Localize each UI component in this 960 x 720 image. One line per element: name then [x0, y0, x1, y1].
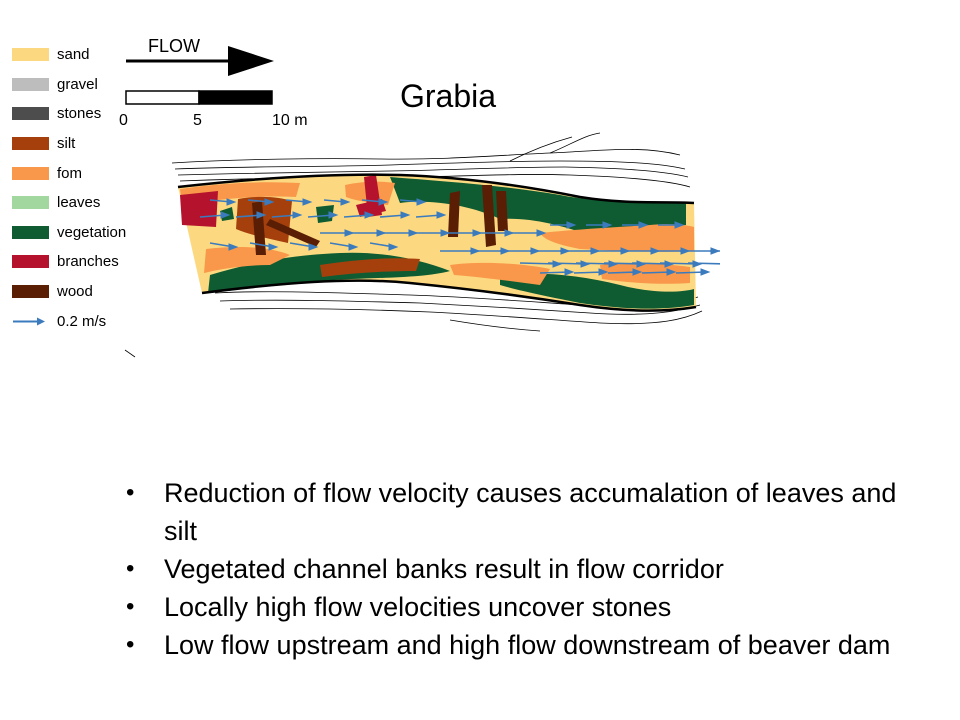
- legend-swatch-stones: [12, 107, 49, 121]
- legend-label-leaves: leaves: [57, 194, 101, 212]
- legend-swatch-silt: [12, 137, 49, 151]
- legend-label-branches: branches: [57, 253, 119, 271]
- bullet-text: Low flow upstream and high flow downstre…: [164, 630, 891, 660]
- velocity-arrow: [687, 262, 720, 265]
- velocity-arrow-head: [376, 229, 387, 237]
- scale-tick-0: 0: [119, 112, 128, 129]
- velocity-arrow-head: [632, 268, 643, 276]
- legend-swatch-sand: [12, 48, 49, 62]
- velocity-arrow-head: [378, 198, 389, 206]
- velocity-arrow-head: [340, 198, 351, 206]
- wood-pieces: [252, 185, 508, 255]
- velocity-arrow-head: [666, 268, 677, 276]
- bullet-dot-icon: •: [126, 479, 135, 506]
- legend-label-wood: wood: [57, 283, 93, 301]
- legend-label-gravel: gravel: [57, 75, 98, 93]
- legend-item-fom: fom: [12, 158, 162, 188]
- flow-scale-block: FLOW: [124, 34, 344, 134]
- bullet-text: Locally high flow velocities uncover sto…: [164, 592, 672, 622]
- velocity-arrow-head: [700, 268, 711, 276]
- legend-label-velocity: 0.2 m/s: [57, 312, 107, 330]
- velocity-arrow-head: [598, 268, 609, 276]
- flow-arrow-icon: [125, 46, 274, 105]
- velocity-arrow-head: [400, 211, 411, 219]
- velocity-arrow-head: [226, 198, 237, 206]
- bullet-dot-icon: •: [126, 555, 135, 582]
- legend-swatch-gravel: [12, 77, 49, 91]
- velocity-arrow-head: [440, 229, 451, 237]
- velocity-arrow-head: [292, 211, 303, 219]
- bank-line-left: [177, 173, 695, 205]
- velocity-arrow-head: [472, 229, 483, 237]
- bullet-item: • Vegetated channel banks result in flow…: [120, 550, 900, 588]
- velocity-arrow-head: [416, 198, 427, 206]
- velocity-arrow-head: [328, 211, 339, 219]
- legend-swatch-vegetation: [12, 225, 49, 239]
- legend-label-silt: silt: [57, 135, 76, 153]
- legend-label-vegetation: vegetation: [57, 223, 127, 241]
- bullet-dot-icon: •: [126, 593, 135, 620]
- legend-swatch-branches: [12, 255, 49, 269]
- velocity-arrow-head: [308, 243, 319, 251]
- bullet-item: • Reduction of flow velocity causes accu…: [120, 474, 900, 550]
- velocity-arrow-head: [348, 243, 359, 251]
- scale-tick-5: 5: [193, 112, 202, 129]
- velocity-arrow-head: [256, 211, 267, 219]
- velocity-arrow-head: [264, 198, 275, 206]
- bullet-dot-icon: •: [126, 631, 135, 658]
- legend-item-silt: silt: [12, 129, 162, 159]
- legend: sand gravel stones silt fom leaves veget…: [12, 40, 162, 336]
- legend-item-leaves: leaves: [12, 188, 162, 218]
- legend-item-vegetation: vegetation: [12, 218, 162, 248]
- bank-line-right: [201, 279, 697, 312]
- velocity-arrow-head: [344, 229, 355, 237]
- legend-item-gravel: gravel: [12, 70, 162, 100]
- page-title: Grabia: [400, 78, 497, 114]
- velocity-arrow-head: [228, 243, 239, 251]
- legend-swatch-fom: [12, 166, 49, 180]
- velocity-arrow-head: [364, 211, 375, 219]
- velocity-arrow-head: [674, 221, 685, 229]
- velocity-arrow-head: [536, 229, 547, 237]
- velocity-arrow-head: [602, 221, 613, 229]
- legend-swatch-leaves: [12, 196, 49, 210]
- legend-label-sand: sand: [57, 46, 90, 64]
- velocity-arrow-head: [302, 198, 313, 206]
- legend-item-branches: branches: [12, 247, 162, 277]
- channel-map: [124, 132, 720, 358]
- legend-item-sand: sand: [12, 40, 162, 70]
- branches-patches: [180, 175, 386, 227]
- flow-label: FLOW: [148, 36, 200, 56]
- velocity-arrow-head: [504, 229, 515, 237]
- legend-label-stones: stones: [57, 105, 102, 123]
- legend-item-wood: wood: [12, 277, 162, 307]
- bullet-item: • Locally high flow velocities uncover s…: [120, 588, 900, 626]
- legend-swatch-wood: [12, 285, 49, 299]
- velocity-arrow-head: [564, 268, 575, 276]
- velocity-arrow-head: [436, 211, 447, 219]
- legend-item-velocity: 0.2 m/s: [12, 306, 162, 336]
- velocity-arrow-head: [566, 221, 577, 229]
- velocity-arrow-head: [408, 229, 419, 237]
- velocity-arrow-head: [268, 243, 279, 251]
- velocity-arrow-icon: [12, 315, 49, 328]
- bullet-text: Reduction of flow velocity causes accuma…: [164, 478, 897, 546]
- velocity-arrow-head: [388, 243, 399, 251]
- bullet-list: • Reduction of flow velocity causes accu…: [120, 474, 900, 664]
- bullet-text: Vegetated channel banks result in flow c…: [164, 554, 724, 584]
- legend-label-fom: fom: [57, 164, 83, 182]
- scale-tick-10: 10 m: [272, 112, 308, 129]
- silt-patches: [236, 196, 420, 277]
- bullet-item: • Low flow upstream and high flow downst…: [120, 626, 900, 664]
- legend-item-stones: stones: [12, 99, 162, 129]
- velocity-arrow-head: [220, 211, 231, 219]
- velocity-arrow-head: [638, 221, 649, 229]
- velocity-arrows: [199, 198, 720, 276]
